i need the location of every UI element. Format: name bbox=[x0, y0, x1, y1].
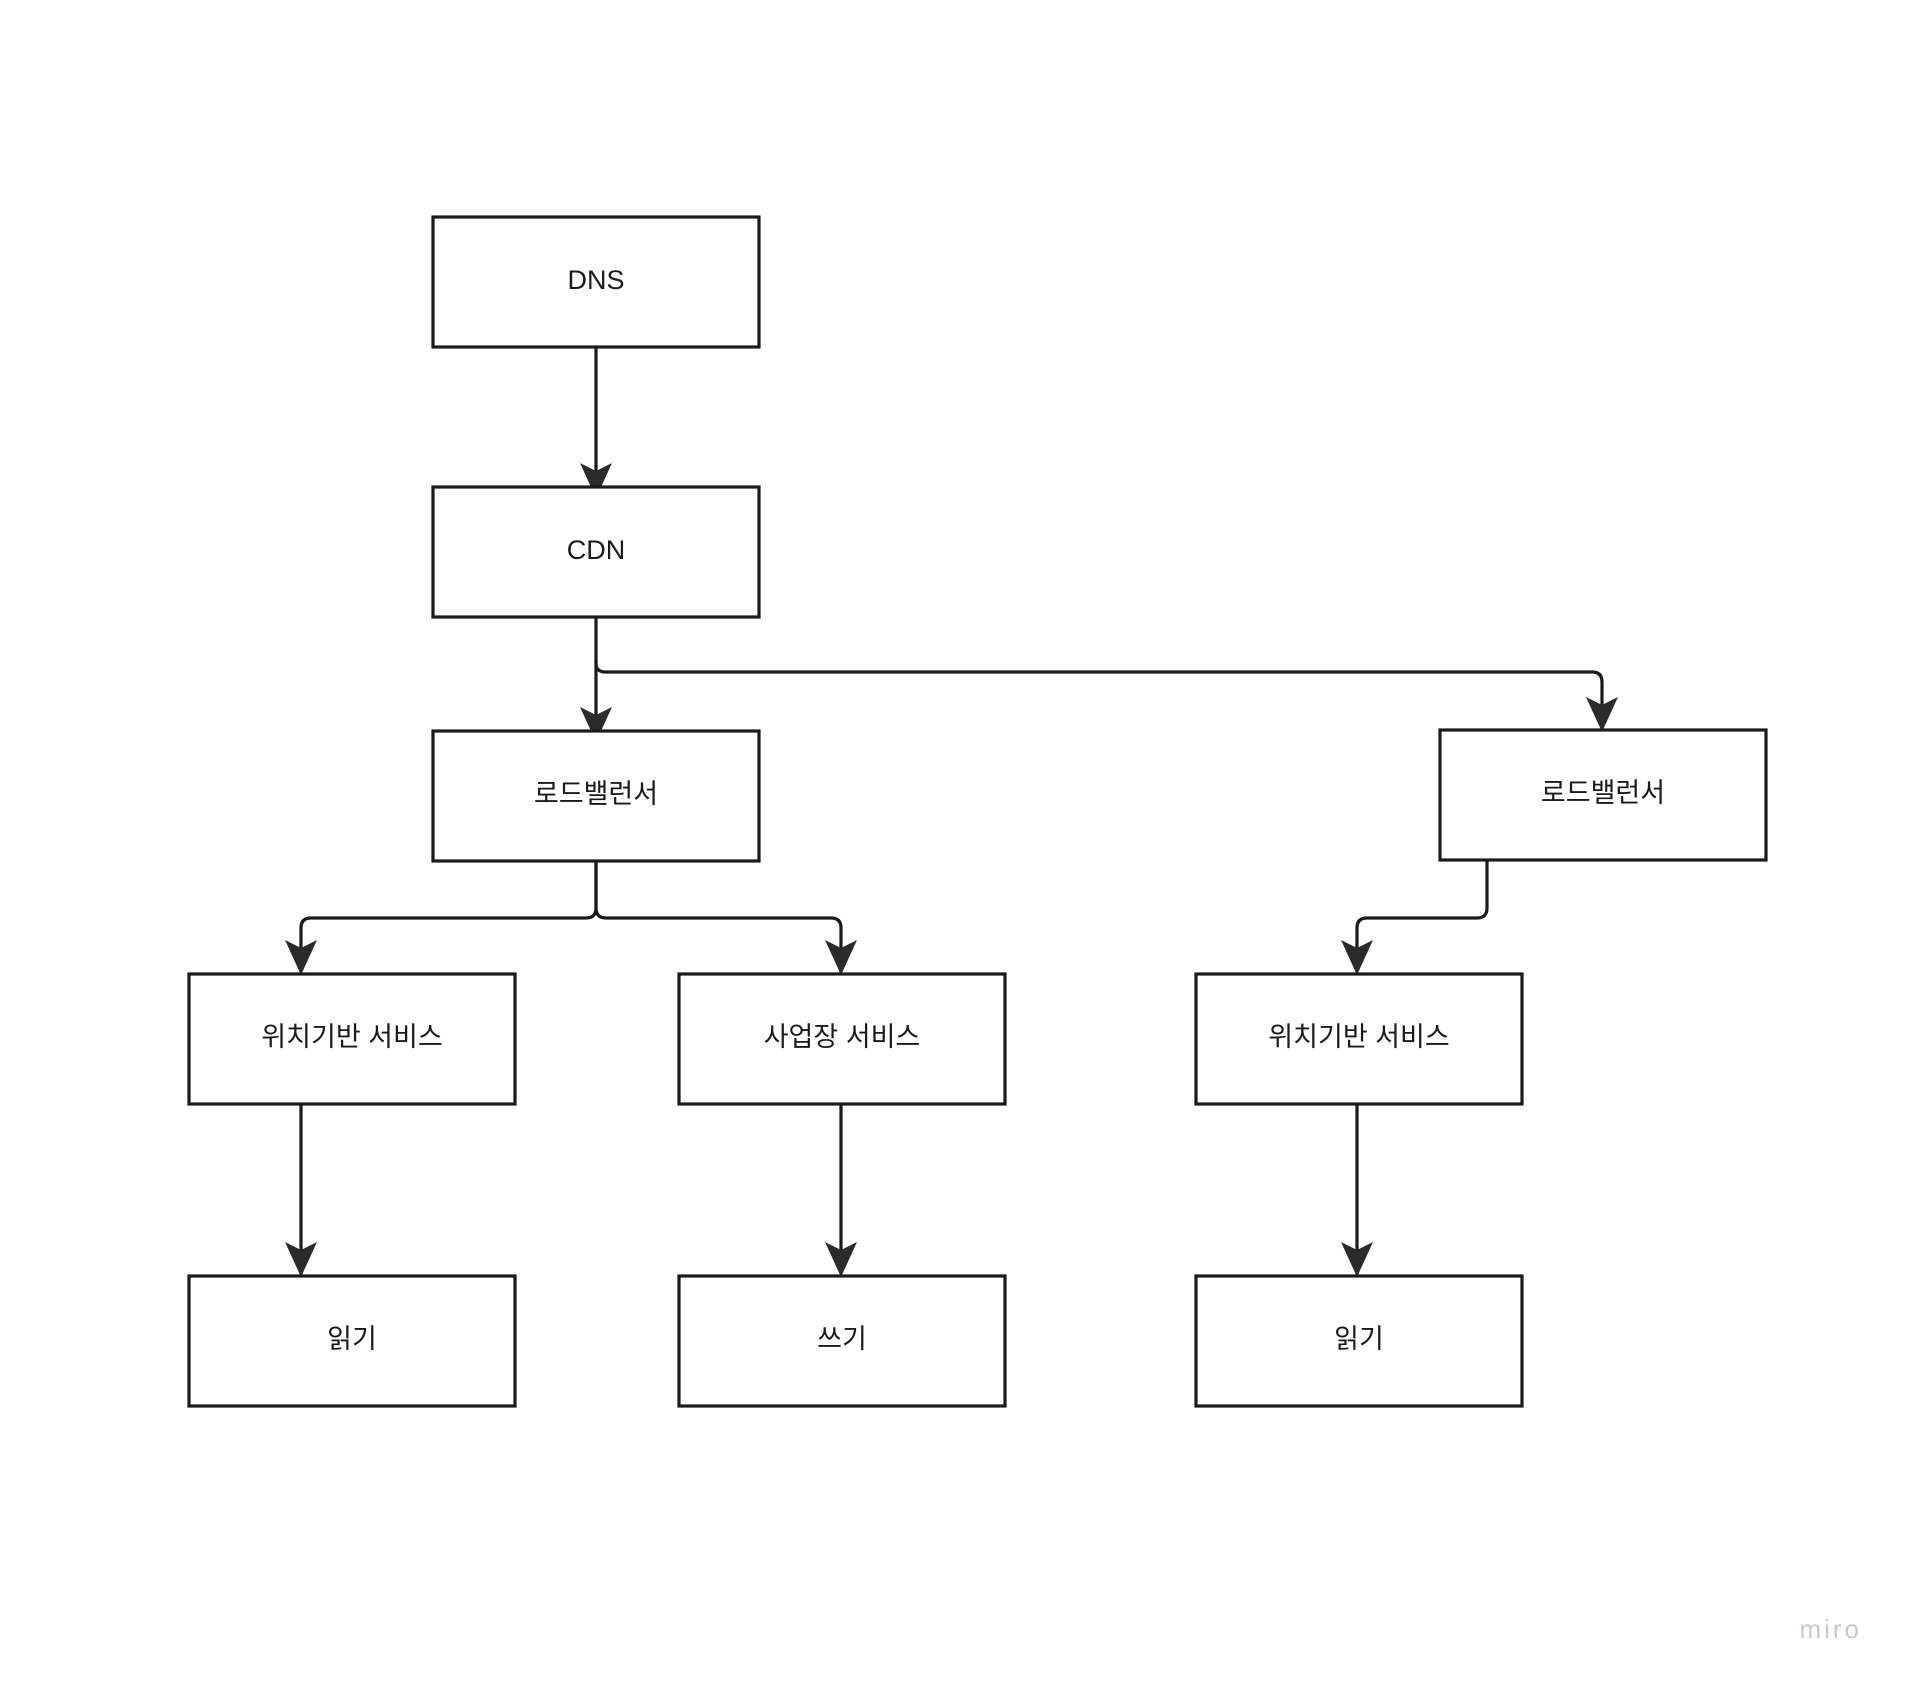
node-read-left-label: 읽기 bbox=[327, 1324, 377, 1354]
edge-lb-left-to-loc-left[interactable] bbox=[285, 861, 598, 975]
node-load-balancer-left-label: 로드밸런서 bbox=[534, 779, 658, 809]
miro-watermark: miro bbox=[1799, 1614, 1862, 1644]
edge-dns-to-cdn[interactable] bbox=[580, 347, 612, 498]
edge-cdn-to-lb-right[interactable] bbox=[594, 660, 1618, 732]
node-write-label: 쓰기 bbox=[817, 1324, 867, 1354]
node-business-service-label: 사업장 서비스 bbox=[764, 1022, 921, 1052]
edge-loc-right-to-read-right[interactable] bbox=[1341, 1104, 1373, 1277]
edge-layer bbox=[285, 347, 1618, 1277]
node-dns-label: DNS bbox=[567, 265, 624, 295]
node-read-left[interactable]: 읽기 bbox=[187, 1274, 517, 1408]
edge-biz-to-write[interactable] bbox=[825, 1104, 857, 1277]
node-location-service-right-box[interactable] bbox=[1194, 972, 1524, 1106]
node-read-right[interactable]: 읽기 bbox=[1194, 1274, 1524, 1408]
node-load-balancer-right-box[interactable] bbox=[1438, 728, 1768, 862]
node-cdn[interactable]: CDN bbox=[431, 485, 761, 619]
node-read-right-box[interactable] bbox=[1194, 1274, 1524, 1408]
node-location-service-right[interactable]: 위치기반 서비스 bbox=[1194, 972, 1524, 1106]
edge-loc-left-to-read-left[interactable] bbox=[285, 1104, 317, 1277]
node-location-service-left-label: 위치기반 서비스 bbox=[261, 1022, 442, 1052]
node-load-balancer-right[interactable]: 로드밸런서 bbox=[1438, 728, 1768, 862]
node-location-service-left[interactable]: 위치기반 서비스 bbox=[187, 972, 517, 1106]
node-write-box[interactable] bbox=[677, 1274, 1007, 1408]
node-business-service-box[interactable] bbox=[677, 972, 1007, 1106]
node-load-balancer-left[interactable]: 로드밸런서 bbox=[431, 729, 761, 863]
node-dns-box[interactable] bbox=[431, 215, 761, 349]
edge-cdn-to-lb-left[interactable] bbox=[580, 617, 612, 742]
node-read-left-box[interactable] bbox=[187, 1274, 517, 1408]
edge-lb-right-to-loc-right[interactable] bbox=[1341, 860, 1489, 975]
node-cdn-box[interactable] bbox=[431, 485, 761, 619]
edge-lb-left-to-biz[interactable] bbox=[594, 861, 857, 975]
node-dns[interactable]: DNS bbox=[431, 215, 761, 349]
node-location-service-right-label: 위치기반 서비스 bbox=[1268, 1022, 1449, 1052]
node-layer: DNS CDN 로드밸런서 로드밸런서 위치기반 서비스 사업장 서비스 위치기… bbox=[187, 215, 1768, 1408]
node-business-service[interactable]: 사업장 서비스 bbox=[677, 972, 1007, 1106]
node-location-service-left-box[interactable] bbox=[187, 972, 517, 1106]
node-cdn-label: CDN bbox=[567, 535, 626, 565]
node-read-right-label: 읽기 bbox=[1334, 1324, 1384, 1354]
node-load-balancer-right-label: 로드밸런서 bbox=[1541, 778, 1665, 808]
node-write[interactable]: 쓰기 bbox=[677, 1274, 1007, 1408]
node-load-balancer-left-box[interactable] bbox=[431, 729, 761, 863]
